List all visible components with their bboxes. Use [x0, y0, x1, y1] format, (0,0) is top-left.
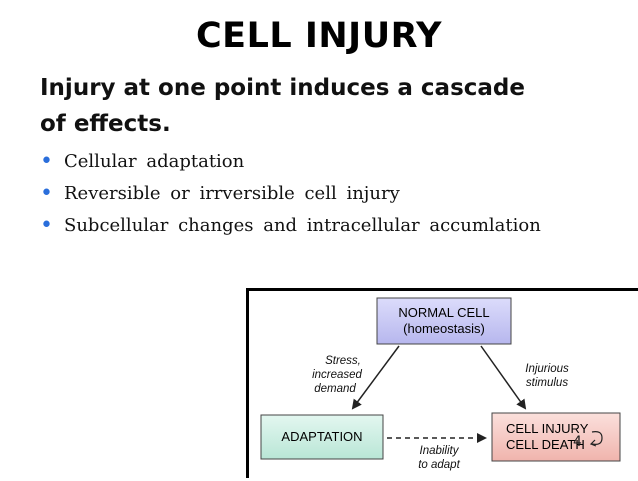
subtitle-line-2: of effects. — [40, 111, 171, 137]
stimulus-label: stimulus — [526, 377, 568, 389]
bullet-icon: • — [40, 181, 53, 206]
cell-injury-label: CELL INJURY — [506, 421, 589, 436]
homeostasis-label: (homeostasis) — [403, 321, 485, 336]
bullet-text: Subcellular changes and intracellular ac… — [64, 215, 541, 236]
normal-cell-label: NORMAL CELL — [398, 305, 489, 320]
to-adapt-label: to adapt — [418, 459, 460, 471]
adaptation-label: ADAPTATION — [281, 429, 362, 444]
injurious-arrow — [480, 345, 527, 410]
bullet-icon: • — [40, 213, 53, 238]
adaptation-box: ADAPTATION — [260, 414, 384, 460]
bullet-text: Reversible or irrversible cell injury — [64, 183, 400, 204]
inability-label: Inability — [420, 445, 460, 457]
demand-label: demand — [314, 383, 356, 395]
bullet-text: Cellular adaptation — [64, 151, 245, 172]
increased-label: increased — [312, 369, 362, 381]
slide-subtitle: Injury at one point induces a cascade of… — [40, 70, 600, 142]
bullet-list: • Cellular adaptation • Reversible or irrv… — [40, 146, 541, 242]
bullet-item: • Cellular adaptation — [40, 146, 541, 178]
loop-arrow-icon — [591, 431, 603, 445]
slide-title: CELL INJURY — [195, 16, 443, 56]
page-number: 4 — [573, 434, 582, 450]
cell-response-diagram: NORMAL CELL (homeostasis) ADAPTATION CEL… — [246, 288, 638, 478]
stress-label: Stress, — [325, 355, 361, 367]
injurious-label: Injurious — [525, 363, 569, 375]
normal-cell-box: NORMAL CELL (homeostasis) — [376, 297, 512, 345]
bullet-item: • Reversible or irrversible cell injury — [40, 178, 541, 210]
subtitle-line-1: Injury at one point induces a cascade — [40, 75, 525, 101]
cell-injury-box: CELL INJURY CELL DEATH — [491, 412, 621, 462]
cell-death-label: CELL DEATH — [506, 437, 585, 452]
stress-arrow — [351, 345, 400, 410]
bullet-icon: • — [40, 149, 53, 174]
bullet-item: • Subcellular changes and intracellular a… — [40, 210, 541, 242]
